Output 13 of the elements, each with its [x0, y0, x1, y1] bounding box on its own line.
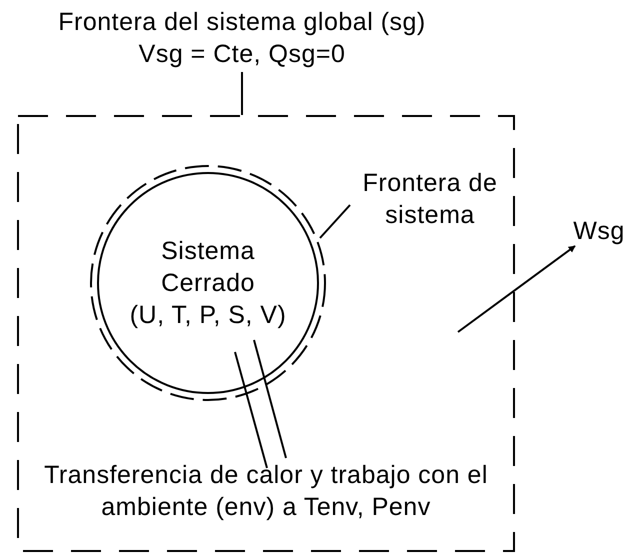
- label-text: Frontera del sistema global (sg): [58, 7, 426, 38]
- label-text: Wsg: [573, 216, 625, 247]
- label-text: Sistema Cerrado: [160, 236, 256, 299]
- arrow: [457, 245, 576, 333]
- label-text: (U, T, P, S, V): [130, 300, 286, 331]
- leader-line: [253, 340, 287, 458]
- label-text: Vsg = Cte, Qsg=0: [138, 39, 346, 70]
- label-text: Transferencia de calor y trabajo con el ambiente (env) a Tenv, Penv: [43, 460, 489, 523]
- boundary-frame: [17, 115, 515, 552]
- label-text: Frontera de sistema: [362, 168, 498, 231]
- leader-line: [234, 352, 268, 468]
- leader-line: [241, 72, 243, 115]
- leader-line: [319, 204, 351, 239]
